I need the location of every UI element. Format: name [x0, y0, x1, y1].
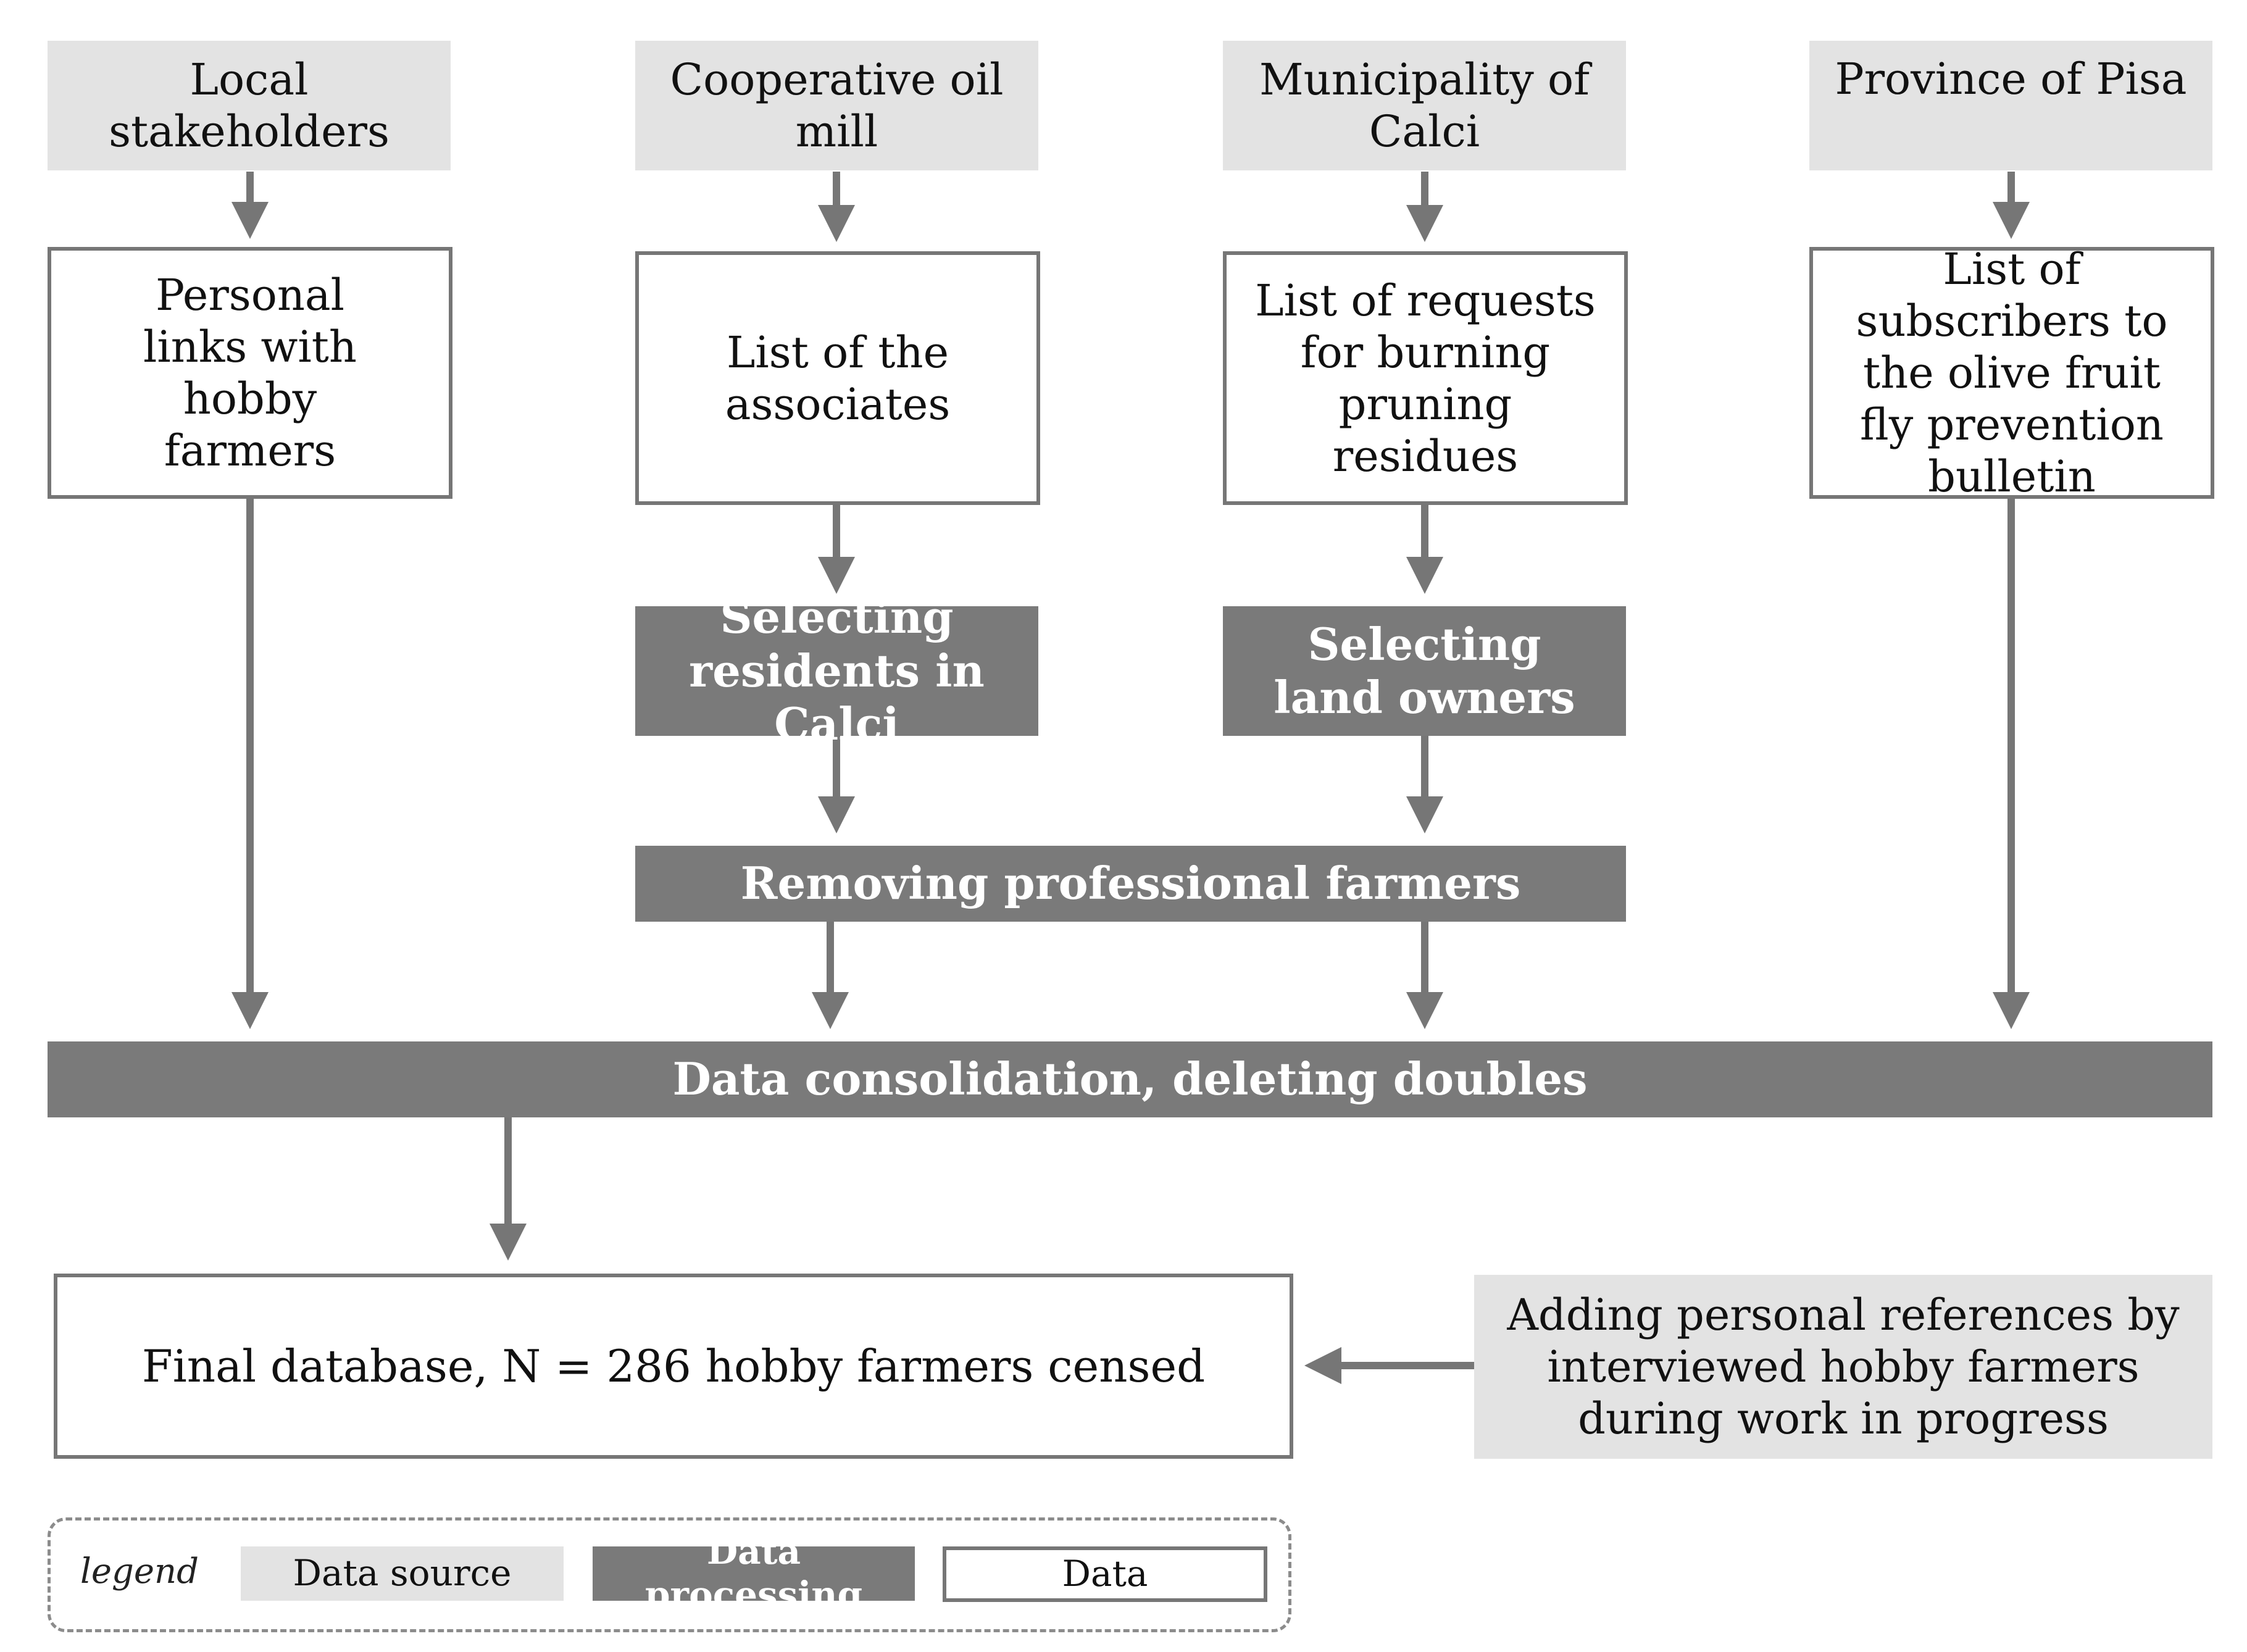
data-final-database: Final database, N = 286 hobby farmers ce… — [54, 1274, 1293, 1459]
source-adding-references: Adding personal references by interviewe… — [1474, 1275, 2212, 1459]
legend-data-processing: Data processing — [593, 1530, 915, 1616]
data-associates-list: List of the associates — [635, 251, 1040, 505]
data-personal-links: Personal links with hobby farmers — [48, 247, 452, 499]
process-data-consolidation: Data consolidation, deleting doubles — [48, 1041, 2212, 1117]
data-bulletin-subscribers: List of subscribers to the olive fruit f… — [1809, 244, 2214, 502]
source-cooperative-oil-mill: Cooperative oil mill — [635, 41, 1038, 170]
legend-data: Data — [943, 1546, 1267, 1602]
process-removing-professionals: Removing professional farmers — [635, 846, 1626, 922]
source-municipality-calci: Municipality of Calci — [1223, 41, 1626, 170]
source-province-pisa: Province of Pisa — [1809, 41, 2212, 170]
legend-data-source: Data source — [241, 1546, 564, 1601]
legend — [48, 1517, 1291, 1632]
source-local-stakeholders: Local stakeholders — [48, 41, 451, 170]
data-burning-requests: List of requests for burning pruning res… — [1223, 251, 1628, 505]
legend-title: legend — [80, 1551, 199, 1592]
process-selecting-owners: Selecting land owners — [1223, 606, 1626, 736]
process-selecting-residents: Selecting residents in Calci — [635, 591, 1038, 750]
